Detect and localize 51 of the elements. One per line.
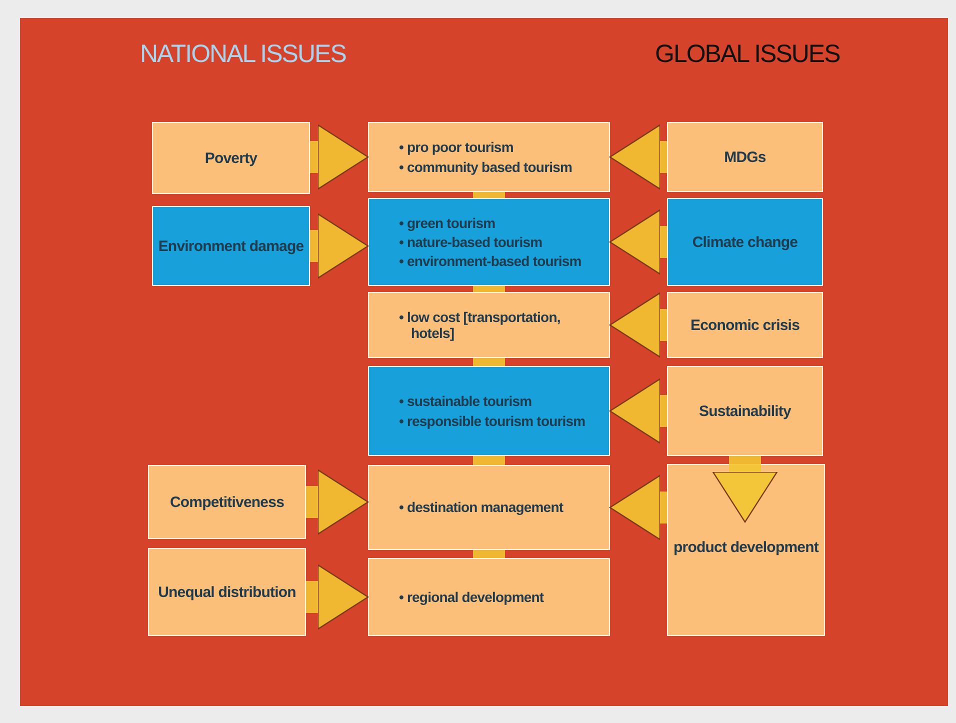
bullet-item: • community based tourism	[399, 158, 574, 175]
issue-label: Poverty	[204, 150, 258, 166]
tourism-type-box	[368, 198, 610, 286]
issue-box	[667, 366, 823, 456]
issue-label: Unequal distribution	[158, 584, 296, 600]
issue-label: Sustainability	[699, 402, 791, 420]
connector-bar	[473, 456, 505, 465]
issue-label: Climate change	[692, 234, 798, 250]
block-arrow	[712, 456, 778, 523]
issue-box	[667, 464, 825, 636]
bullet-item: • nature-based tourism	[399, 234, 544, 250]
issue-label: Environment damage	[158, 238, 304, 254]
bullet-item: • green tourism	[399, 214, 496, 231]
issue-box	[667, 292, 823, 358]
column-heading: NATIONAL ISSUES	[140, 40, 346, 69]
issue-label: product development	[674, 539, 818, 556]
issue-box	[667, 198, 823, 286]
block-arrow	[609, 124, 667, 190]
tourism-type-box	[368, 122, 610, 192]
block-arrow	[310, 213, 369, 279]
issue-box	[152, 122, 310, 194]
issue-box	[667, 122, 823, 192]
connector-bar	[473, 358, 505, 366]
bullet-item: • pro poor tourism	[399, 139, 514, 156]
block-arrow	[310, 124, 369, 190]
bullet-item: • destination management	[399, 499, 564, 516]
block-arrow	[609, 292, 667, 358]
bullet-item: • environment-based tourism	[399, 253, 582, 270]
column-heading: GLOBAL ISSUES	[655, 40, 840, 69]
bullet-item: • responsible tourism tourism	[399, 412, 586, 429]
tourism-type-box	[368, 366, 610, 456]
tourism-type-box	[368, 292, 610, 358]
block-arrow	[609, 378, 667, 444]
block-arrow	[306, 564, 369, 630]
issue-box	[148, 548, 306, 636]
issue-label: MDGs	[724, 148, 766, 166]
tourism-type-box	[368, 558, 610, 636]
bullet-item: • low cost [transportation, hotels]	[399, 308, 562, 342]
issue-label: Economic crisis	[690, 316, 800, 334]
block-arrow	[609, 474, 667, 540]
bullet-item: • regional development	[399, 588, 545, 606]
tourism-type-box	[368, 465, 610, 550]
bullet-item: • sustainable tourism	[399, 393, 533, 410]
connector-bar	[473, 286, 505, 292]
block-arrow	[306, 469, 369, 535]
block-arrow	[609, 209, 667, 275]
connector-bar	[473, 192, 505, 198]
issue-label: Competitiveness	[170, 494, 284, 510]
issue-box	[152, 206, 310, 286]
issue-box	[148, 465, 306, 539]
connector-bar	[473, 550, 505, 558]
